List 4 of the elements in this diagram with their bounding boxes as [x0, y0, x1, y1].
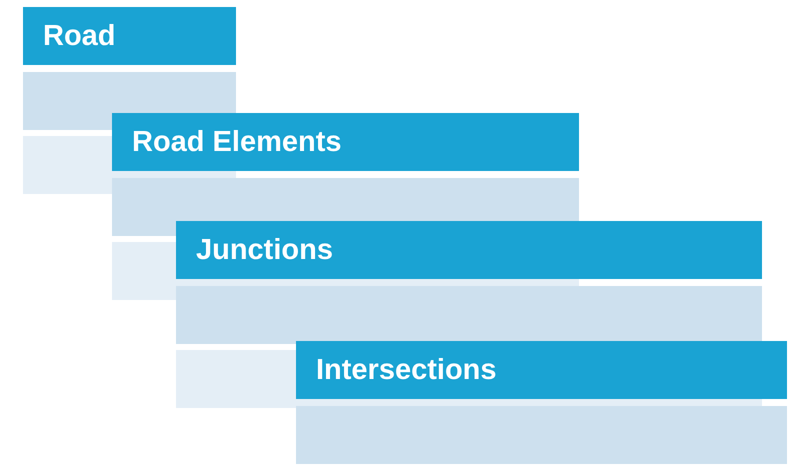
header-bar: Junctions	[176, 221, 762, 279]
header-bar: Intersections	[296, 341, 787, 399]
header-bar: Road Elements	[112, 113, 579, 171]
header-bar: Road	[23, 7, 236, 65]
